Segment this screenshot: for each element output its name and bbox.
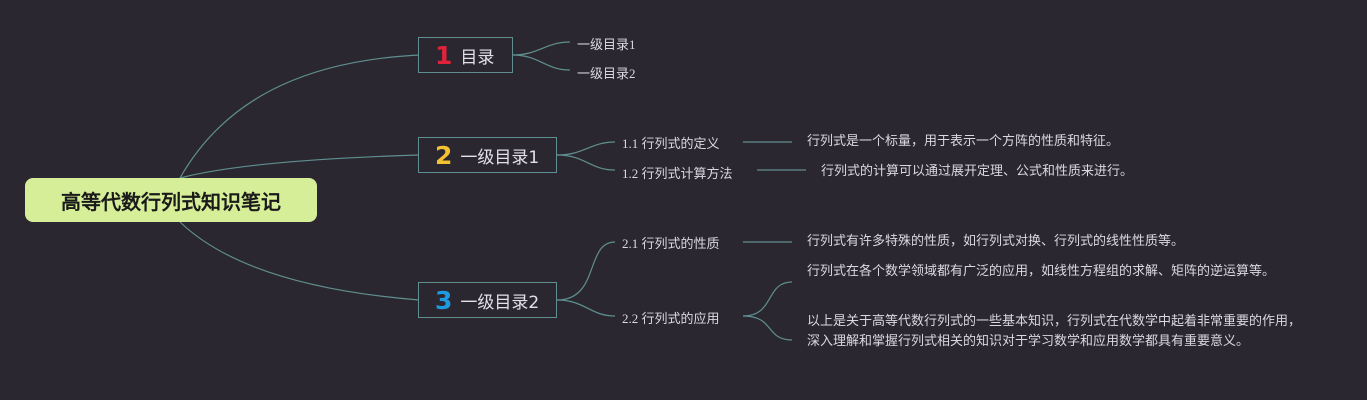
detail-3-1[interactable]: 行列式有许多特殊的性质，如行列式对换、行列式的线性性质等。 [807, 233, 1185, 248]
detail-3-2-2[interactable]: 以上是关于高等代数行列式的一些基本知识，行列式在代数学中起着非常重要的作用，深入… [807, 313, 1302, 348]
leaf-topic-1-2[interactable]: 一级目录2 [577, 66, 636, 81]
connector-2-2-detail-2 [742, 315, 793, 341]
branch-topic-1[interactable]: 1 目录 [418, 37, 513, 73]
connector-b2-leaf-2 [556, 154, 616, 171]
leaf-topic-1-1[interactable]: 一级目录1 [577, 37, 636, 52]
branch-topic-2[interactable]: 2 一级目录1 [418, 137, 557, 173]
detail-2-2[interactable]: 行列式的计算可以通过展开定理、公式和性质来进行。 [821, 163, 1134, 178]
branch-number-3: 3 [435, 285, 453, 315]
root-topic-label: 高等代数行列式知识笔记 [61, 189, 281, 214]
connector-b2-leaf-1 [556, 141, 616, 156]
connector-root-branch-2 [179, 154, 420, 179]
connector-root-branch-1 [179, 54, 420, 179]
leaf-topic-2-2[interactable]: 1.2 行列式计算方法 [622, 166, 733, 181]
branch-label-1: 目录 [460, 47, 495, 68]
connector-root-branch-3 [179, 221, 420, 301]
leaf-topic-2-1[interactable]: 1.1 行列式的定义 [622, 136, 720, 151]
branch-label-2: 一级目录1 [460, 147, 540, 168]
connector-b1-leaf-1 [511, 41, 571, 56]
connector-b3-leaf-2 [556, 299, 616, 317]
branch-number-1: 1 [435, 40, 453, 70]
connector-2-2-detail-1 [742, 281, 793, 317]
branch-label-3: 一级目录2 [460, 292, 540, 313]
root-topic[interactable]: 高等代数行列式知识笔记 [25, 178, 317, 222]
leaf-topic-3-2[interactable]: 2.2 行列式的应用 [622, 311, 720, 326]
connector-b1-leaf-2 [511, 54, 571, 71]
branch-topic-3[interactable]: 3 一级目录2 [418, 282, 557, 318]
detail-2-1[interactable]: 行列式是一个标量，用于表示一个方阵的性质和特征。 [807, 133, 1120, 148]
detail-3-2-1[interactable]: 行列式在各个数学领域都有广泛的应用，如线性方程组的求解、矩阵的逆运算等。 [807, 263, 1276, 278]
connector-b3-leaf-1 [556, 241, 616, 301]
branch-number-2: 2 [435, 140, 453, 170]
leaf-topic-3-1[interactable]: 2.1 行列式的性质 [622, 236, 720, 251]
